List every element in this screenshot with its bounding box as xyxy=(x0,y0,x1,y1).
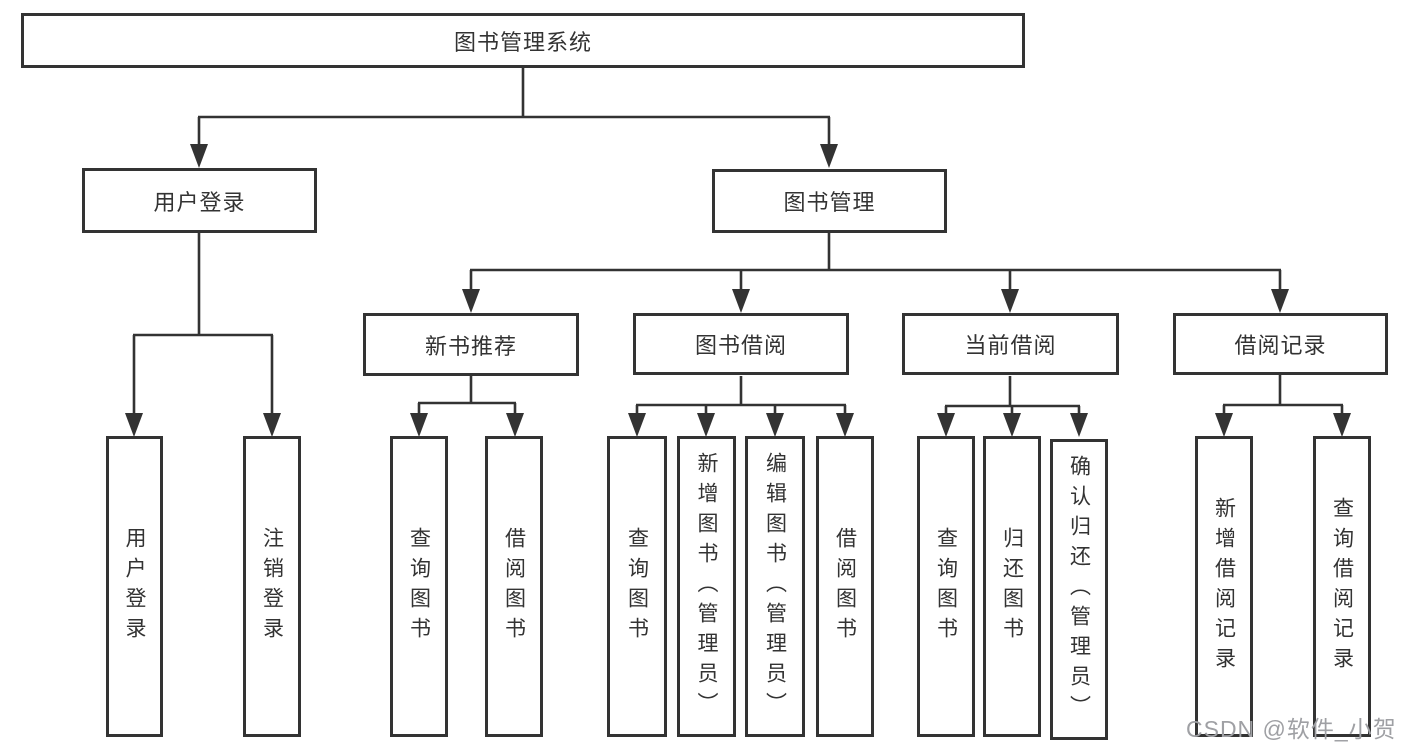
leaf-query-books-borrow: 查询图书 xyxy=(607,436,667,737)
leaf-borrow-books: 借阅图书 xyxy=(816,436,874,737)
branch-user-login: 用户登录 xyxy=(82,168,317,233)
category-book-borrow: 图书借阅 xyxy=(633,313,849,375)
leaf-logout-label: 注销登录 xyxy=(260,526,284,647)
leaf-query-borrow-record: 查询借阅记录 xyxy=(1313,436,1371,737)
category-borrow-records: 借阅记录 xyxy=(1173,313,1388,375)
leaf-return-books-label: 归还图书 xyxy=(1000,526,1024,647)
category-current-borrow: 当前借阅 xyxy=(902,313,1119,375)
leaf-query-books-current: 查询图书 xyxy=(917,436,975,737)
root-node-library-system: 图书管理系统 xyxy=(21,13,1025,68)
csdn-watermark: CSDN @软件_小贺同学 xyxy=(1186,716,1397,742)
leaf-add-books-admin-label: 新增图书（管理员） xyxy=(695,451,718,722)
leaf-edit-books-admin-label: 编辑图书（管理员） xyxy=(763,451,787,722)
leaf-borrow-books-recommend-label: 借阅图书 xyxy=(502,526,526,647)
leaf-confirm-return-admin-label: 确认归还（管理员） xyxy=(1067,454,1091,725)
leaf-add-borrow-record: 新增借阅记录 xyxy=(1195,436,1253,737)
leaf-borrow-books-label: 借阅图书 xyxy=(833,526,857,647)
leaf-borrow-books-recommend: 借阅图书 xyxy=(485,436,543,737)
leaf-query-books-recommend-label: 查询图书 xyxy=(407,526,431,647)
branch-book-management: 图书管理 xyxy=(712,169,947,233)
leaf-query-books-recommend: 查询图书 xyxy=(390,436,448,737)
leaf-user-login: 用户登录 xyxy=(106,436,163,737)
leaf-confirm-return-admin: 确认归还（管理员） xyxy=(1050,439,1108,740)
leaf-add-books-admin: 新增图书（管理员） xyxy=(677,436,736,737)
category-new-book-recommend: 新书推荐 xyxy=(363,313,579,376)
leaf-logout: 注销登录 xyxy=(243,436,301,737)
leaf-query-books-current-label: 查询图书 xyxy=(934,526,958,647)
leaf-user-login-label: 用户登录 xyxy=(123,526,146,647)
leaf-add-borrow-record-label: 新增借阅记录 xyxy=(1212,496,1236,677)
leaf-return-books: 归还图书 xyxy=(983,436,1041,737)
leaf-query-books-borrow-label: 查询图书 xyxy=(625,526,649,647)
arrowheads xyxy=(125,144,1351,437)
leaf-edit-books-admin: 编辑图书（管理员） xyxy=(745,436,805,737)
leaf-query-borrow-record-label: 查询借阅记录 xyxy=(1330,496,1354,677)
